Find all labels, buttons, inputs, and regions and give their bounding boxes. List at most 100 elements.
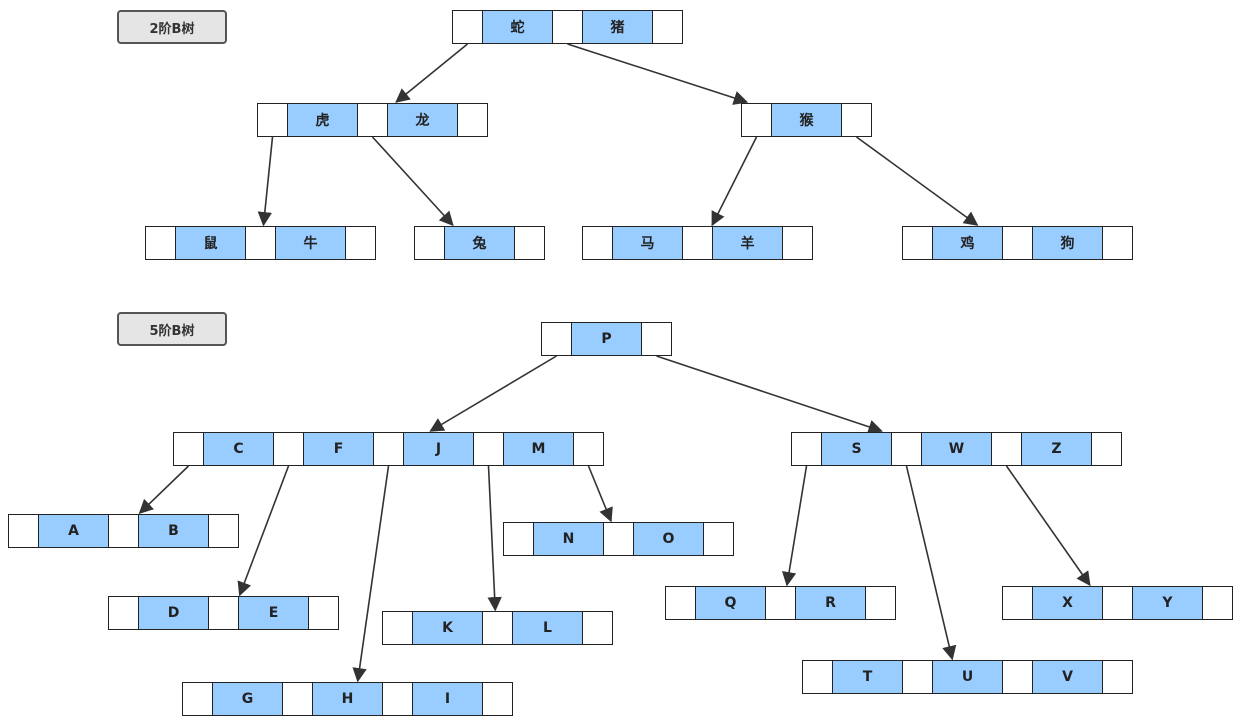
btree-node-t1-n1: 虎龙 (257, 103, 488, 137)
btree-node-t1-n5: 马羊 (582, 226, 813, 260)
pointer-cell (514, 226, 545, 260)
pointer-cell (1091, 432, 1122, 466)
pointer-cell (108, 596, 139, 630)
key-cell: X (1032, 586, 1103, 620)
pointer-cell (865, 586, 896, 620)
edge-t1-root-to-t1-n1 (395, 43, 469, 103)
key-cell: 猴 (771, 103, 842, 137)
key-cell: 羊 (712, 226, 783, 260)
edge-t2-swz-to-t2-tuv (905, 465, 957, 661)
key-cell: J (403, 432, 474, 466)
pointer-cell (173, 432, 204, 466)
key-cell: 鸡 (932, 226, 1003, 260)
pointer-cell (414, 226, 445, 260)
key-cell: K (412, 611, 483, 645)
tree-label-order-5: 5阶B树 (117, 312, 227, 346)
edge-t2-swz-to-t2-xy (1005, 465, 1091, 587)
btree-node-t1-n3: 鼠牛 (145, 226, 376, 260)
edge-t1-n2-to-t1-n6 (856, 136, 979, 226)
pointer-cell (208, 514, 239, 548)
pointer-cell (1002, 660, 1033, 694)
pointer-cell (682, 226, 713, 260)
tree-label-order-2: 2阶B树 (117, 10, 227, 44)
key-cell: I (412, 682, 483, 716)
edges-layer (138, 43, 1091, 683)
pointer-cell (503, 522, 534, 556)
pointer-cell (765, 586, 796, 620)
key-cell: D (138, 596, 209, 630)
edge-t1-n1-to-t1-n3 (257, 136, 274, 227)
btree-node-t1-root: 蛇猪 (452, 10, 683, 44)
pointer-cell (582, 611, 613, 645)
edge-t2-cfjm-to-t2-de (237, 465, 290, 597)
pointer-cell (8, 514, 39, 548)
key-cell: O (633, 522, 704, 556)
edge-t2-root-to-t2-swz (656, 355, 883, 434)
key-cell: T (832, 660, 903, 694)
key-cell: 鼠 (175, 226, 246, 260)
key-cell: 马 (612, 226, 683, 260)
edge-t1-n1-to-t1-n4 (371, 136, 454, 227)
key-cell: W (921, 432, 992, 466)
edge-t2-cfjm-to-t2-kl (487, 465, 502, 612)
edge-t2-cfjm-to-t2-ab (138, 465, 190, 514)
pointer-cell (473, 432, 504, 466)
pointer-cell (902, 226, 933, 260)
pointer-cell (452, 10, 483, 44)
edge-t2-cfjm-to-t2-ghi (352, 465, 390, 683)
pointer-cell (573, 432, 604, 466)
btree-node-t1-n4: 兔 (414, 226, 545, 260)
key-cell: Z (1021, 432, 1092, 466)
key-cell: P (571, 322, 642, 356)
pointer-cell (582, 226, 613, 260)
key-cell: 猪 (582, 10, 653, 44)
pointer-cell (308, 596, 339, 630)
key-cell: E (238, 596, 309, 630)
pointer-cell (665, 586, 696, 620)
key-cell: Y (1132, 586, 1203, 620)
pointer-cell (257, 103, 288, 137)
pointer-cell (457, 103, 488, 137)
pointer-cell (1002, 586, 1033, 620)
pointer-cell (991, 432, 1022, 466)
pointer-cell (245, 226, 276, 260)
pointer-cell (357, 103, 388, 137)
pointer-cell (373, 432, 404, 466)
key-cell: 牛 (275, 226, 346, 260)
pointer-cell (1102, 226, 1133, 260)
key-cell: 虎 (287, 103, 358, 137)
pointer-cell (641, 322, 672, 356)
key-cell: B (138, 514, 209, 548)
pointer-cell (108, 514, 139, 548)
key-cell: L (512, 611, 583, 645)
btree-node-t2-root: P (541, 322, 672, 356)
pointer-cell (703, 522, 734, 556)
pointer-cell (273, 432, 304, 466)
edge-t2-cfjm-to-t2-no (587, 465, 613, 523)
pointer-cell (482, 682, 513, 716)
pointer-cell (345, 226, 376, 260)
pointer-cell (145, 226, 176, 260)
key-cell: 蛇 (482, 10, 553, 44)
key-cell: R (795, 586, 866, 620)
pointer-cell (1002, 226, 1033, 260)
pointer-cell (1102, 586, 1133, 620)
pointer-cell (182, 682, 213, 716)
pointer-cell (552, 10, 583, 44)
pointer-cell (382, 611, 413, 645)
key-cell: M (503, 432, 574, 466)
key-cell: S (821, 432, 892, 466)
key-cell: 兔 (444, 226, 515, 260)
key-cell: 狗 (1032, 226, 1103, 260)
edge-t2-swz-to-t2-qr (781, 465, 808, 587)
pointer-cell (603, 522, 634, 556)
btree-node-t1-n2: 猴 (741, 103, 872, 137)
